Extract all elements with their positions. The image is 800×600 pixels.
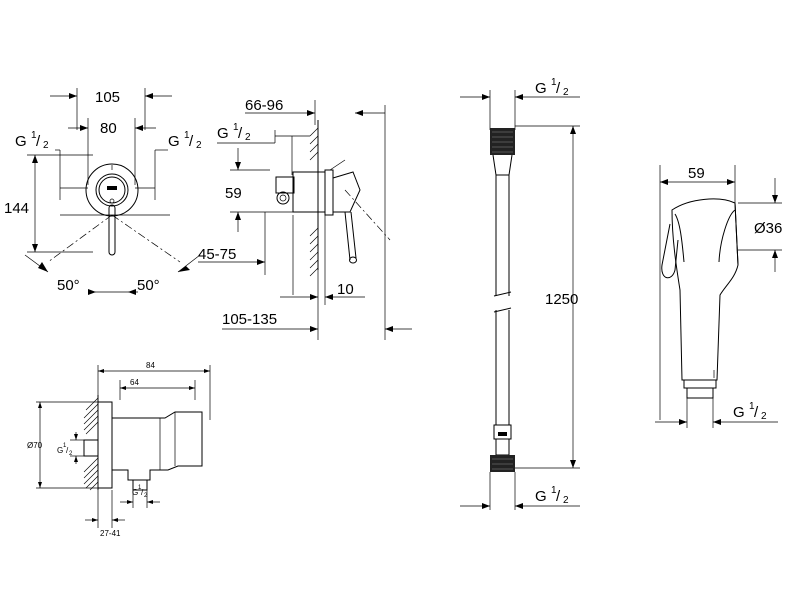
svg-text:/: / (36, 133, 41, 150)
svg-text:/: / (754, 404, 759, 421)
elbow-body (111, 411, 203, 481)
elbow-thread: G (57, 446, 63, 455)
dim-projection-105-135: 105-135 (222, 311, 277, 328)
svg-text:1: 1 (31, 130, 37, 141)
handshower-body (671, 198, 739, 381)
svg-text:2: 2 (43, 140, 49, 151)
svg-text:/: / (556, 488, 561, 505)
front-view: 105 80 G 1 / 2 G 1 / 2 144 (4, 88, 202, 295)
dim-offset-10: 10 (337, 281, 354, 298)
side-thread-label: G (217, 125, 229, 142)
svg-text:1: 1 (749, 401, 755, 412)
elbow-rosette (97, 401, 113, 489)
svg-text:2: 2 (761, 411, 767, 422)
dim-range-45-75: 45-75 (198, 246, 236, 263)
svg-text:2: 2 (144, 493, 148, 499)
mixer-rosette (85, 163, 139, 217)
mixer-body-side (292, 171, 326, 213)
svg-text:2: 2 (563, 495, 569, 506)
thread-right-label: G (168, 133, 180, 150)
dim-depth-66-96: 66-96 (245, 97, 283, 114)
dim-width-105: 105 (95, 89, 120, 106)
dim-width-80: 80 (100, 120, 117, 137)
handshower-view: 59 Ø36 G 1 / 2 (655, 165, 782, 428)
svg-text:/: / (556, 80, 561, 97)
svg-text:1: 1 (551, 77, 557, 88)
elbow-diameter: Ø70 (27, 441, 43, 450)
elbow-thread-bottom: G (132, 488, 138, 497)
svg-text:2: 2 (245, 132, 251, 143)
svg-text:1: 1 (184, 130, 190, 141)
thread-left-label: G (15, 133, 27, 150)
svg-text:/: / (238, 125, 243, 142)
hose-bottom-thread: G (535, 488, 547, 505)
elbow-width-64: 64 (130, 378, 139, 387)
mixer-lever (108, 204, 116, 256)
svg-text:/: / (189, 133, 194, 150)
handshower-length: 59 (688, 165, 705, 182)
svg-text:/: / (141, 488, 144, 497)
svg-text:/: / (66, 446, 69, 455)
hose-top-nut (490, 128, 515, 155)
hose-view: G 1 / 2 (460, 77, 580, 510)
hose-bottom-nut (490, 455, 515, 472)
handshower-thread: G (733, 404, 745, 421)
svg-text:2: 2 (196, 140, 202, 151)
elbow-range: 27-41 (100, 529, 121, 538)
elbow-width-84: 84 (146, 361, 155, 370)
svg-text:1: 1 (63, 443, 67, 449)
handshower-diameter: Ø36 (754, 220, 782, 237)
side-view: G 1 / 2 66-96 (198, 97, 412, 340)
angle-right: 50° (137, 277, 160, 294)
dim-height-59: 59 (225, 185, 242, 202)
wall-hatching (309, 127, 319, 277)
dim-height-144: 144 (4, 200, 29, 217)
svg-text:1: 1 (233, 122, 239, 133)
angle-left: 50° (57, 277, 80, 294)
handshower-trigger (661, 223, 679, 279)
elbow-wall-hatching (83, 397, 99, 491)
svg-text:2: 2 (563, 87, 569, 98)
elbow-view: 84 64 (27, 361, 211, 538)
hose-top-thread: G (535, 80, 547, 97)
hose-length: 1250 (545, 291, 578, 308)
svg-text:1: 1 (551, 485, 557, 496)
svg-text:2: 2 (69, 451, 73, 457)
svg-text:1: 1 (138, 485, 142, 491)
